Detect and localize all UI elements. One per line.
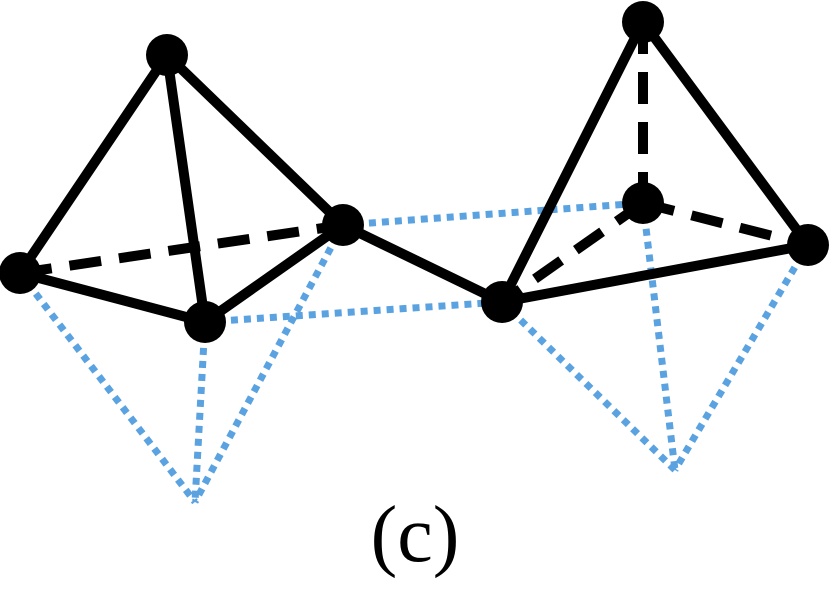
dashed-edge xyxy=(499,198,646,307)
projection-edge xyxy=(191,223,347,504)
solid-edge xyxy=(338,220,507,307)
projection-edge xyxy=(342,199,644,229)
vertex xyxy=(184,301,226,343)
solid-edge xyxy=(497,240,813,307)
solid-edge xyxy=(162,50,348,230)
figure-caption: (c) xyxy=(370,491,460,579)
projection-edge xyxy=(499,299,678,473)
projection-edge xyxy=(204,298,503,326)
projection-edge xyxy=(17,270,198,505)
solid-edge xyxy=(162,50,210,327)
vertices xyxy=(0,1,829,343)
solid-edge xyxy=(638,17,813,250)
left-tetrahedron xyxy=(15,50,348,327)
solid-edge xyxy=(15,50,172,278)
projection-edge xyxy=(639,202,679,471)
vertex xyxy=(0,252,41,294)
bridge xyxy=(338,220,507,307)
vertex xyxy=(787,224,829,266)
solid-edge xyxy=(497,17,648,307)
vertex xyxy=(622,182,664,224)
projection-edges xyxy=(17,199,812,505)
dashed-edge xyxy=(19,220,344,278)
vertex xyxy=(322,204,364,246)
projection-edge xyxy=(191,321,209,503)
vertex xyxy=(481,281,523,323)
dashed-edge xyxy=(641,198,810,250)
projection-edge xyxy=(671,243,812,472)
vertex xyxy=(622,1,664,43)
vertex xyxy=(146,34,188,76)
right-tetrahedron xyxy=(497,17,813,307)
solid-edge xyxy=(15,268,210,327)
solid-edge xyxy=(200,220,348,327)
